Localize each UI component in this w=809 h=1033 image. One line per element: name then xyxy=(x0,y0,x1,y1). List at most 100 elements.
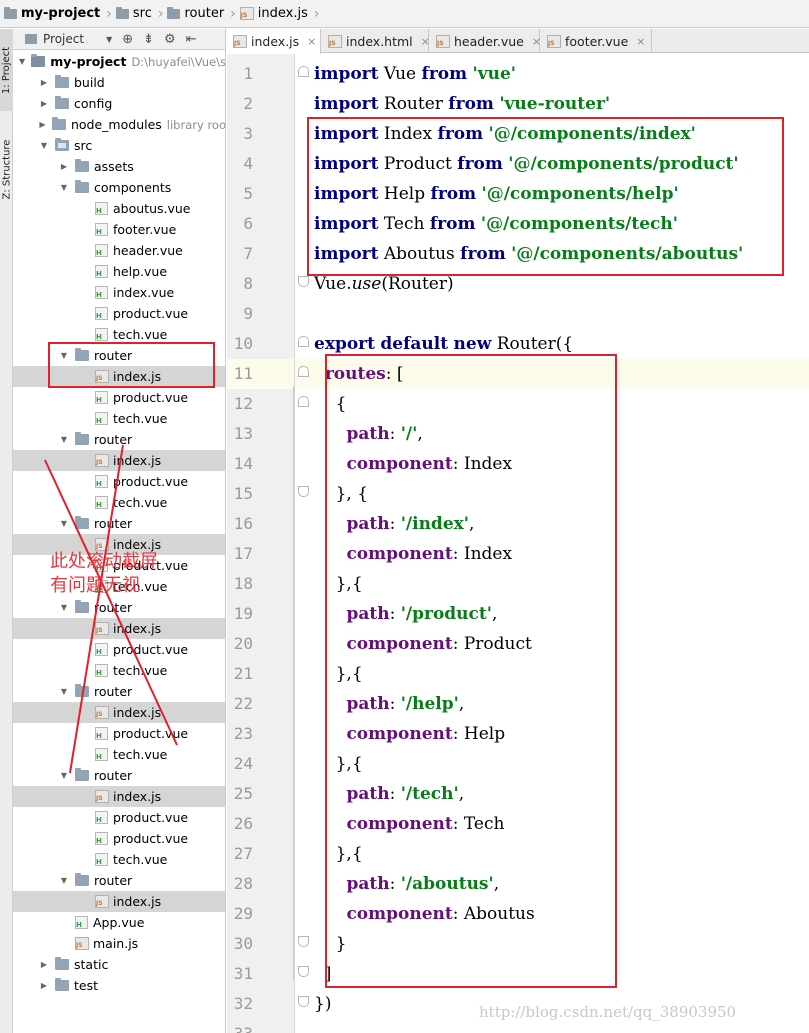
tree-item-label: tech.vue xyxy=(113,852,168,867)
tree-item[interactable]: ▶aboutus.vue xyxy=(13,198,225,219)
tree-item[interactable]: ▼router xyxy=(13,765,225,786)
close-icon[interactable]: × xyxy=(636,34,646,48)
chevron-down-icon[interactable]: ▼ xyxy=(106,34,113,44)
vue-file-icon xyxy=(95,643,108,657)
tree-item[interactable]: ▶product.vue xyxy=(13,387,225,408)
vue-file-icon xyxy=(95,853,108,867)
code-token: import xyxy=(314,64,379,84)
tree-item[interactable]: ▶main.js xyxy=(13,933,225,954)
chevron-down-icon[interactable]: ▼ xyxy=(60,351,68,360)
tree-item[interactable]: ▶tech.vue xyxy=(13,660,225,681)
tree-item[interactable]: ▶index.js xyxy=(13,786,225,807)
tree-item[interactable]: ▶build xyxy=(13,72,225,93)
tree-item[interactable]: ▶tech.vue xyxy=(13,849,225,870)
tree-item[interactable]: ▶tech.vue xyxy=(13,408,225,429)
tree-item[interactable]: ▶product.vue xyxy=(13,303,225,324)
vue-file-icon xyxy=(95,265,108,279)
tab-index-html[interactable]: index.html × xyxy=(322,29,430,53)
tree-item[interactable]: ▼components xyxy=(13,177,225,198)
tree-item-label: config xyxy=(74,96,113,111)
chevron-down-icon[interactable]: ▼ xyxy=(40,141,48,150)
fold-marker-icon[interactable] xyxy=(298,996,309,1007)
chevron-down-icon[interactable]: ▼ xyxy=(60,435,68,444)
code-token: component xyxy=(346,724,453,744)
breadcrumb-item-src[interactable]: src › xyxy=(115,0,168,28)
tree-item[interactable]: ▶index.js xyxy=(13,366,225,387)
fold-marker-icon[interactable] xyxy=(298,966,309,977)
tree-item[interactable]: ▼router xyxy=(13,870,225,891)
tree-item[interactable]: ▶index.js xyxy=(13,618,225,639)
fold-marker-icon[interactable] xyxy=(298,486,309,497)
tree-item[interactable]: ▶product.vue xyxy=(13,639,225,660)
breadcrumb-item-project[interactable]: my-project › xyxy=(4,0,116,28)
tree-item[interactable]: ▶static xyxy=(13,954,225,975)
chevron-right-icon[interactable]: ▶ xyxy=(39,120,46,129)
fold-marker-icon[interactable] xyxy=(298,336,309,347)
chevron-down-icon[interactable]: ▼ xyxy=(19,57,26,66)
tree-item[interactable]: ▶footer.vue xyxy=(13,219,225,240)
tree-item[interactable]: ▼src xyxy=(13,135,225,156)
tree-item[interactable]: ▼router xyxy=(13,345,225,366)
breadcrumb-item-router[interactable]: router › xyxy=(167,0,239,28)
chevron-right-icon[interactable]: ▶ xyxy=(60,162,68,171)
code-token: export xyxy=(314,334,375,354)
tree-item[interactable]: ▼router xyxy=(13,429,225,450)
project-view-selector[interactable]: Project xyxy=(43,32,85,46)
tree-item[interactable]: ▶help.vue xyxy=(13,261,225,282)
line-number: 27 xyxy=(233,844,253,863)
tree-item[interactable]: ▶header.vue xyxy=(13,240,225,261)
tree-item[interactable]: ▶tech.vue xyxy=(13,324,225,345)
fold-marker-icon[interactable] xyxy=(298,366,309,377)
tab-index-js[interactable]: index.js × xyxy=(227,29,321,54)
tree-item[interactable]: ▶index.js xyxy=(13,891,225,912)
chevron-right-icon[interactable]: ▶ xyxy=(40,99,48,108)
chevron-down-icon[interactable]: ▼ xyxy=(60,183,68,192)
tab-header-vue[interactable]: header.vue × xyxy=(430,29,542,53)
chevron-right-icon[interactable]: ▶ xyxy=(40,981,48,990)
tree-item[interactable]: ▶product.vue xyxy=(13,807,225,828)
fold-marker-icon[interactable] xyxy=(298,66,309,77)
locate-file-icon[interactable]: ⊕ xyxy=(122,31,134,47)
breadcrumb-separator-icon: › xyxy=(106,5,112,22)
tree-item[interactable]: ▶assets xyxy=(13,156,225,177)
project-tool-tab[interactable]: 1: Project xyxy=(0,29,13,111)
chevron-right-icon[interactable]: ▶ xyxy=(40,960,48,969)
gear-icon[interactable]: ⚙ xyxy=(164,31,176,47)
tab-footer-vue[interactable]: footer.vue × xyxy=(541,29,652,53)
chevron-down-icon[interactable]: ▼ xyxy=(60,603,68,612)
code-editor[interactable] xyxy=(295,54,809,1033)
tree-item[interactable]: ▼router xyxy=(13,681,225,702)
fold-marker-icon[interactable] xyxy=(298,276,309,287)
structure-tool-tab[interactable]: Z: Structure xyxy=(1,139,13,199)
chevron-down-icon[interactable]: ▼ xyxy=(60,687,68,696)
tree-item[interactable]: ▶index.js xyxy=(13,450,225,471)
chevron-down-icon[interactable]: ▼ xyxy=(60,876,68,885)
tree-item[interactable]: ▶test xyxy=(13,975,225,996)
fold-marker-icon[interactable] xyxy=(298,396,309,407)
close-icon[interactable]: × xyxy=(420,34,430,48)
tree-item[interactable]: ▶tech.vue xyxy=(13,492,225,513)
close-icon[interactable]: × xyxy=(531,34,542,48)
breadcrumb-item-file[interactable]: index.js › xyxy=(239,0,324,28)
chevron-right-icon[interactable]: ▶ xyxy=(40,78,48,87)
line-number: 15 xyxy=(233,484,253,503)
tree-item[interactable]: ▶product.vue xyxy=(13,828,225,849)
chevron-down-icon[interactable]: ▼ xyxy=(60,771,68,780)
close-icon[interactable]: × xyxy=(307,35,317,48)
tree-item[interactable]: ▶index.vue xyxy=(13,282,225,303)
chevron-down-icon[interactable]: ▼ xyxy=(60,519,68,528)
tree-item[interactable]: ▶index.js xyxy=(13,702,225,723)
tree-item[interactable]: ▶App.vue xyxy=(13,912,225,933)
tree-item[interactable]: ▶product.vue xyxy=(13,471,225,492)
code-token: path xyxy=(346,604,390,624)
tree-item[interactable]: ▼router xyxy=(13,597,225,618)
tree-item[interactable]: ▶ config xyxy=(13,93,225,114)
hide-panel-icon[interactable]: ⇤ xyxy=(185,31,197,47)
collapse-all-icon[interactable]: ⇟ xyxy=(143,31,155,47)
fold-marker-icon[interactable] xyxy=(298,936,309,947)
tree-item[interactable]: ▼router xyxy=(13,513,225,534)
tree-item[interactable]: ▶product.vue xyxy=(13,723,225,744)
tree-item[interactable]: ▶tech.vue xyxy=(13,744,225,765)
